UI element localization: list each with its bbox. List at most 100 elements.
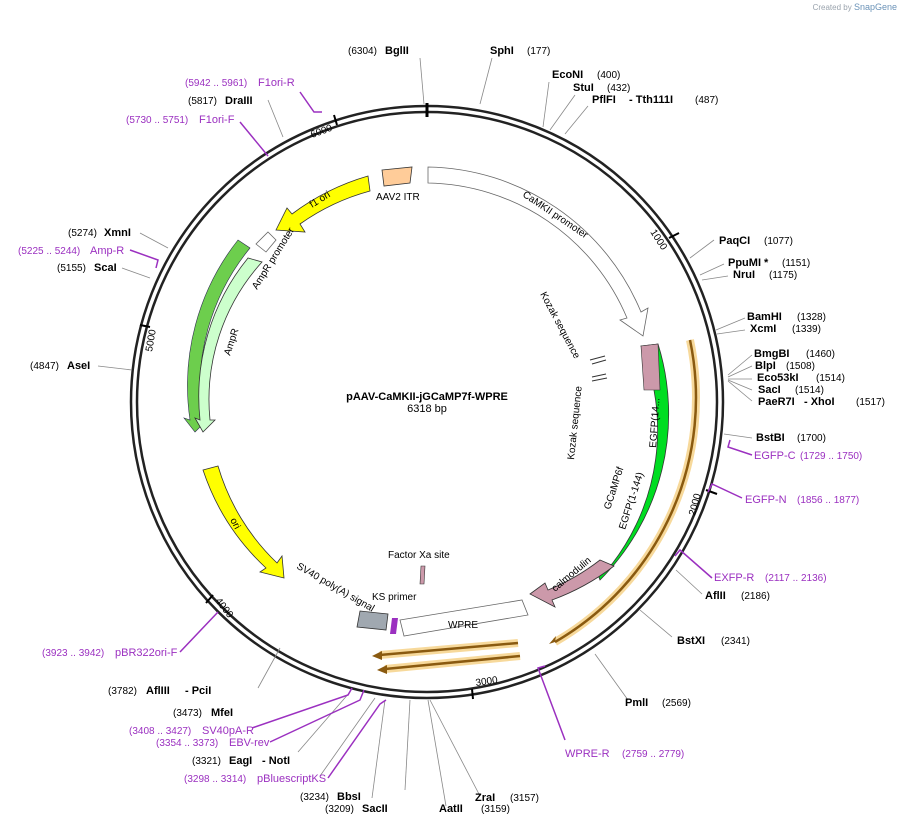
site-econi-pos: (400) [597, 70, 620, 81]
site-nrui-pos: (1175) [769, 270, 797, 281]
site-aflii-pos: (2186) [741, 591, 770, 602]
primer-egfp-n-range: (1856 .. 1877) [797, 495, 859, 506]
feature-label-gcamp: GCaMP6f [602, 466, 626, 511]
site-blpi-pos: (1508) [786, 361, 815, 372]
site-xmni-pos: (5274) [68, 228, 97, 239]
feature-label-wpre: WPRE [448, 620, 478, 631]
site-bstxi-name: BstXI [677, 635, 705, 647]
site-bmgbi-pos: (1460) [806, 349, 835, 360]
tick-label-6000: 6000 [309, 123, 334, 141]
primer-labels: (5942 .. 5961) F1ori-R (5730 .. 5751) F1… [18, 77, 862, 785]
feature-label-camkii-promoter: CaMKII promoter [520, 189, 590, 241]
feature-label-kozak1: Kozak sequence [537, 290, 582, 361]
primer-sv40pa-r-range: (3408 .. 3427) [129, 726, 191, 737]
created-by-text: Created by [812, 3, 852, 12]
primer-exfp-r-range: (2117 .. 2136) [765, 573, 827, 584]
site-eagi-name: EagI [229, 755, 252, 767]
primer-ebv-rev-name: EBV-rev [229, 737, 270, 749]
site-labels: (6304) BglII SphI (177) EcoNI (400) StuI… [30, 45, 885, 815]
feature-label-ks-primer: KS primer [372, 592, 417, 603]
snapgene-watermark: Created by SnapGene [813, 2, 897, 12]
feature-calmodulin[interactable] [529, 559, 615, 608]
site-afliii-pos: (3782) [108, 686, 137, 697]
primer-sv40pa-r-name: SV40pA-R [202, 725, 254, 737]
site-aatii-pos: (3159) [481, 804, 510, 815]
site-sphi-name: SphI [490, 45, 514, 57]
site-xmni-name: XmnI [104, 227, 131, 239]
feature-f1-ori[interactable] [275, 175, 371, 233]
site-saci-name: SacI [758, 384, 781, 396]
site-sacii-name: SacII [362, 803, 388, 815]
primer-egfp-n-name: EGFP-N [745, 494, 787, 506]
site-bamhi-pos: (1328) [797, 312, 826, 323]
feature-gcamp[interactable] [596, 343, 670, 581]
site-zrai-pos: (3157) [510, 793, 539, 804]
site-pmli-name: PmlI [625, 697, 648, 709]
primer-markers [129, 91, 753, 779]
site-pflfi-name: PflFI [592, 94, 616, 106]
feature-label-sv40: SV40 poly(A) signal [295, 561, 377, 614]
site-afliii-extra: - PciI [185, 685, 211, 697]
primer-ebv-rev-range: (3354 .. 3373) [156, 738, 218, 749]
primer-pbluescriptks-range: (3298 .. 3314) [184, 774, 246, 785]
site-eco53ki-name: Eco53kI [757, 372, 799, 384]
site-aatii-name: AatII [439, 803, 463, 815]
plasmid-name: pAAV-CaMKII-jGCaMP7f-WPRE [346, 391, 508, 403]
feature-ampr[interactable] [183, 239, 263, 433]
feature-label-ori: ori [227, 516, 242, 531]
site-econi-name: EcoNI [552, 69, 583, 81]
primer-pbluescriptks-name: pBluescriptKS [257, 773, 326, 785]
site-eco53ki-pos: (1514) [816, 373, 845, 384]
site-bamhi-name: BamHI [747, 311, 782, 323]
site-paqci-name: PaqCI [719, 235, 750, 247]
plasmid-size: 6318 bp [407, 403, 447, 415]
site-pflfi-pos: (487) [695, 95, 718, 106]
site-saci-pos: (1514) [795, 385, 824, 396]
site-bstbi-pos: (1700) [797, 433, 826, 444]
site-paer7i-name: PaeR7I [758, 396, 795, 408]
snapgene-logo-text: SnapGene [853, 2, 897, 12]
primer-pbr322ori-f-range: (3923 .. 3942) [42, 648, 104, 659]
feature-ampr-promoter[interactable] [255, 231, 277, 253]
site-stui-pos: (432) [607, 83, 630, 94]
primer-amp-r-name: Amp-R [90, 245, 124, 257]
feature-label-kozak2: Kozak sequence [566, 385, 585, 460]
orf-arrows [372, 339, 700, 674]
feature-label-ampr-promoter: AmpR promoter [250, 225, 297, 291]
site-ppumi-pos: (1151) [782, 258, 810, 269]
feature-camkii-promoter[interactable] [427, 166, 649, 337]
feature-ks-primer[interactable] [390, 618, 398, 634]
feature-wpre[interactable] [399, 599, 529, 637]
site-sacii-pos: (3209) [325, 804, 354, 815]
feature-ori[interactable] [202, 465, 285, 579]
site-draiii-name: DraIII [225, 95, 253, 107]
site-scai-name: ScaI [94, 262, 117, 274]
tick-label-3000: 3000 [475, 675, 499, 689]
primer-f1ori-r-range: (5942 .. 5961) [185, 78, 247, 89]
site-paer7i-extra: - XhoI [804, 396, 835, 408]
site-eagi-pos: (3321) [192, 756, 221, 767]
feature-sv40-polya[interactable] [356, 610, 389, 631]
site-asei-pos: (4847) [30, 361, 59, 372]
site-paqci-pos: (1077) [764, 236, 793, 247]
feature-label-factor-xa: Factor Xa site [388, 550, 450, 561]
feature-aav2-itr[interactable] [381, 166, 413, 187]
feature-factor-xa[interactable] [419, 565, 426, 585]
site-eagi-extra: - NotI [262, 755, 290, 767]
tick-label-5000: 5000 [144, 328, 159, 352]
site-mfei-name: MfeI [211, 707, 233, 719]
site-connectors [97, 57, 753, 807]
site-zrai-name: ZraI [475, 792, 495, 804]
primer-egfp-c-range: (1729 .. 1750) [800, 451, 862, 462]
site-bstxi-pos: (2341) [721, 636, 750, 647]
site-paer7i-pos: (1517) [856, 397, 885, 408]
primer-wpre-r-name: WPRE-R [565, 748, 610, 760]
primer-egfp-c-name: EGFP-C [754, 450, 796, 462]
primer-wpre-r-range: (2759 .. 2779) [622, 749, 684, 760]
feature-label-egfp1: EGFP(14... [648, 398, 662, 449]
site-bmgbi-name: BmgBI [754, 348, 789, 360]
site-sphi-pos: (177) [527, 46, 550, 57]
site-mfei-pos: (3473) [173, 708, 202, 719]
site-afliii-name: AflIII [146, 685, 170, 697]
site-xcmi-pos: (1339) [792, 324, 821, 335]
